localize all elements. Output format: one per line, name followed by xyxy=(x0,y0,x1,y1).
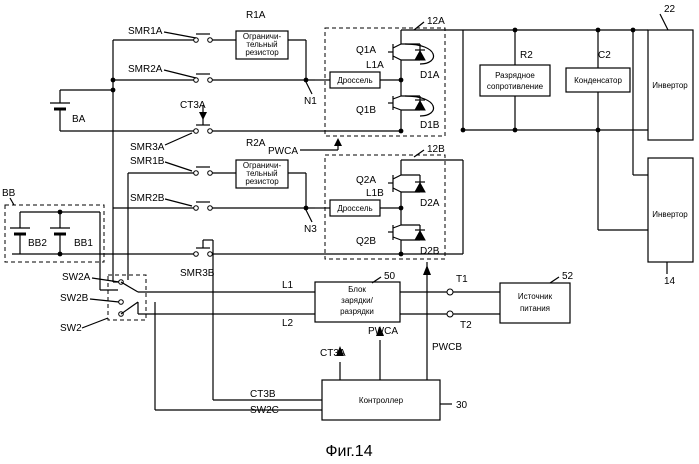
discharge-text-2: сопротивление xyxy=(487,82,544,91)
source-text-2: питания xyxy=(520,304,550,313)
ref-30: 30 xyxy=(456,400,468,411)
label-t1: T1 xyxy=(456,274,468,285)
ref-bb: BB xyxy=(2,188,16,199)
label-l1a: L1A xyxy=(366,60,384,71)
label-r1a: R1A xyxy=(246,10,266,21)
label-pwca-top: PWCA xyxy=(268,146,298,157)
charger-text-3: разрядки xyxy=(340,307,374,316)
label-smr2b: SMR2B xyxy=(130,193,165,204)
charger-wiring xyxy=(400,289,500,317)
ref-12b: 12B xyxy=(427,144,445,155)
label-d2a: D2A xyxy=(420,198,440,209)
label-sw2a: SW2A xyxy=(62,272,91,283)
resistor-r2a: Ограничи- тельный резистор xyxy=(236,160,288,188)
label-sw2c: SW2C xyxy=(250,405,279,416)
charger-text-2: зарядки/ xyxy=(341,296,373,305)
label-l2: L2 xyxy=(282,318,294,329)
label-bb2: BB2 xyxy=(28,238,47,249)
discharge-resistor-r2: Разрядное сопротивление xyxy=(480,65,550,96)
ref-12a: 12A xyxy=(427,16,445,27)
resistor-r1a: Ограничи- тельный резистор xyxy=(236,31,288,59)
label-pwca-ctrl: PWCA xyxy=(368,326,398,337)
ref-50: 50 xyxy=(384,271,396,282)
controller-text: Контроллер xyxy=(359,396,404,405)
source-text-1: Источник xyxy=(518,292,553,301)
label-d2b: D2B xyxy=(420,246,440,257)
label-bb1: BB1 xyxy=(74,238,93,249)
label-t2: T2 xyxy=(460,320,472,331)
resistor-b-text-3: резистор xyxy=(245,177,279,186)
controller-30: Контроллер xyxy=(322,380,440,420)
figure-caption: Фиг.14 xyxy=(325,443,372,460)
label-ct3b: CT3B xyxy=(250,389,276,400)
capacitor-c2: Конденсатор xyxy=(566,68,630,92)
label-r2a: R2A xyxy=(246,138,266,149)
label-d1b: D1B xyxy=(420,120,440,131)
label-smr2a: SMR2A xyxy=(128,64,163,75)
battery-ba xyxy=(50,103,70,115)
switch-sw2 xyxy=(108,200,315,320)
label-n3: N3 xyxy=(304,224,317,235)
label-ba: BA xyxy=(72,114,86,125)
charger-text-1: Блок xyxy=(348,285,366,294)
choke-b-label: Дроссель xyxy=(337,204,372,213)
label-d1a: D1A xyxy=(420,70,440,81)
label-q2b: Q2B xyxy=(356,236,376,247)
label-r2: R2 xyxy=(520,50,533,61)
label-ct3a-ctrl: CT3A xyxy=(320,348,346,359)
label-n1: N1 xyxy=(304,96,317,107)
label-sw2b: SW2B xyxy=(60,293,89,304)
inverter-a-text: Инвертор xyxy=(652,81,688,90)
power-bus-wiring xyxy=(12,30,648,290)
label-smr3b: SMR3B xyxy=(180,268,215,279)
power-source-52: Источник питания xyxy=(500,283,570,323)
ref-22: 22 xyxy=(664,4,676,15)
inverter-22: Инвертор xyxy=(648,30,693,140)
charger-50: Блок зарядки/ разрядки xyxy=(315,282,400,322)
label-q1b: Q1B xyxy=(356,105,376,116)
label-smr1a: SMR1A xyxy=(128,26,163,37)
label-ct3a-top: CT3A xyxy=(180,100,206,111)
label-smr3a: SMR3A xyxy=(130,142,165,153)
label-smr1b: SMR1B xyxy=(130,156,165,167)
capacitor-text: Конденсатор xyxy=(574,76,622,85)
label-l1: L1 xyxy=(282,280,294,291)
label-q1a: Q1A xyxy=(356,45,376,56)
label-sw2: SW2 xyxy=(60,323,82,334)
ref-52: 52 xyxy=(562,271,574,282)
ref-14: 14 xyxy=(664,276,676,287)
label-pwcb: PWCB xyxy=(432,342,462,353)
label-c2: C2 xyxy=(598,50,611,61)
resistor-a-text-3: резистор xyxy=(245,48,279,57)
inverter-b-text: Инвертор xyxy=(652,210,688,219)
relays xyxy=(194,34,213,256)
label-q2a: Q2A xyxy=(356,175,376,186)
inverter-14: Инвертор xyxy=(648,158,693,262)
label-l1b: L1B xyxy=(366,188,384,199)
choke-a-label: Дроссель xyxy=(337,76,372,85)
discharge-text-1: Разрядное xyxy=(495,71,535,80)
